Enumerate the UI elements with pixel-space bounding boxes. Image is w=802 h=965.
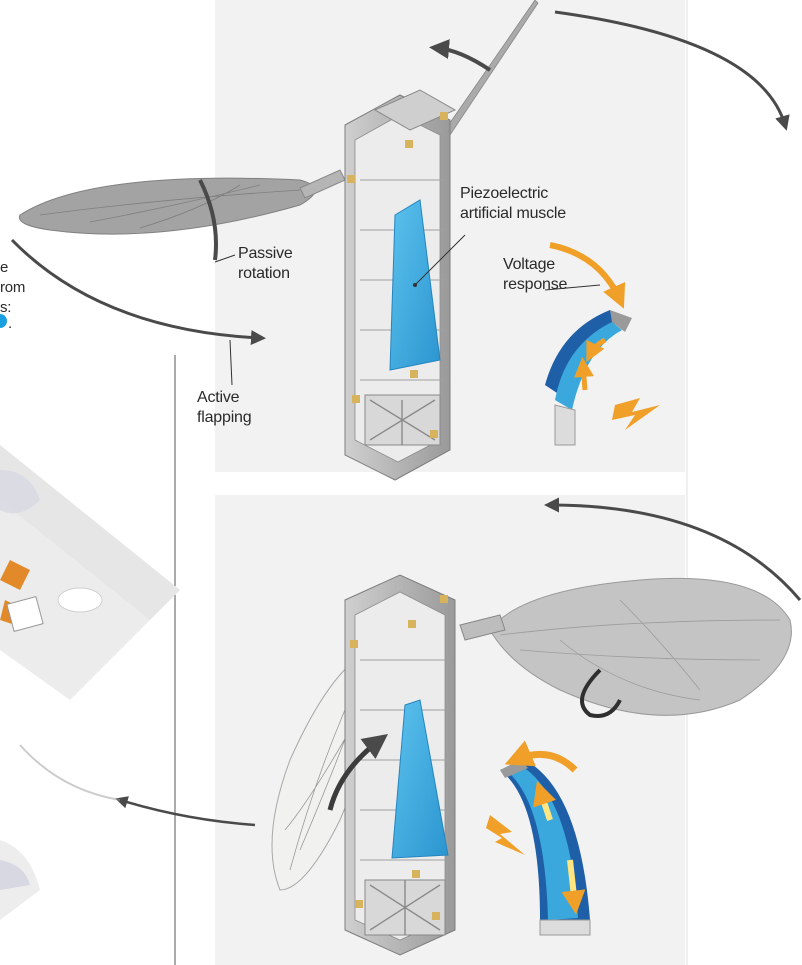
partial-caption-end: . — [8, 314, 12, 334]
partial-caption: e — [0, 258, 14, 278]
passive-rotation-line2: rotation — [238, 264, 293, 284]
piezo-muscle-line1: Piezoelectric — [460, 184, 566, 204]
passive-rotation-label: Passive rotation — [238, 244, 293, 284]
partial-caption-line2: rom — [0, 278, 25, 298]
piezo-muscle-line2: artificial muscle — [460, 204, 566, 224]
left-fading-arc — [20, 745, 120, 800]
voltage-response-label: Voltage response — [503, 255, 567, 295]
piezo-muscle-label: Piezoelectric artificial muscle — [460, 184, 566, 224]
left-partial-panel — [0, 445, 180, 920]
active-flapping-line1: Active — [197, 388, 251, 408]
voltage-response-line1: Voltage — [503, 255, 567, 275]
partial-caption-line3: s: — [0, 298, 25, 318]
active-flapping-line2: flapping — [197, 408, 251, 428]
partial-caption-line1: e — [0, 258, 14, 278]
partial-caption-rest: rom s: — [0, 278, 25, 318]
passive-rotation-line1: Passive — [238, 244, 293, 264]
partial-caption-line4: . — [8, 315, 12, 332]
voltage-response-line2: response — [503, 275, 567, 295]
active-flapping-label: Active flapping — [197, 388, 251, 428]
